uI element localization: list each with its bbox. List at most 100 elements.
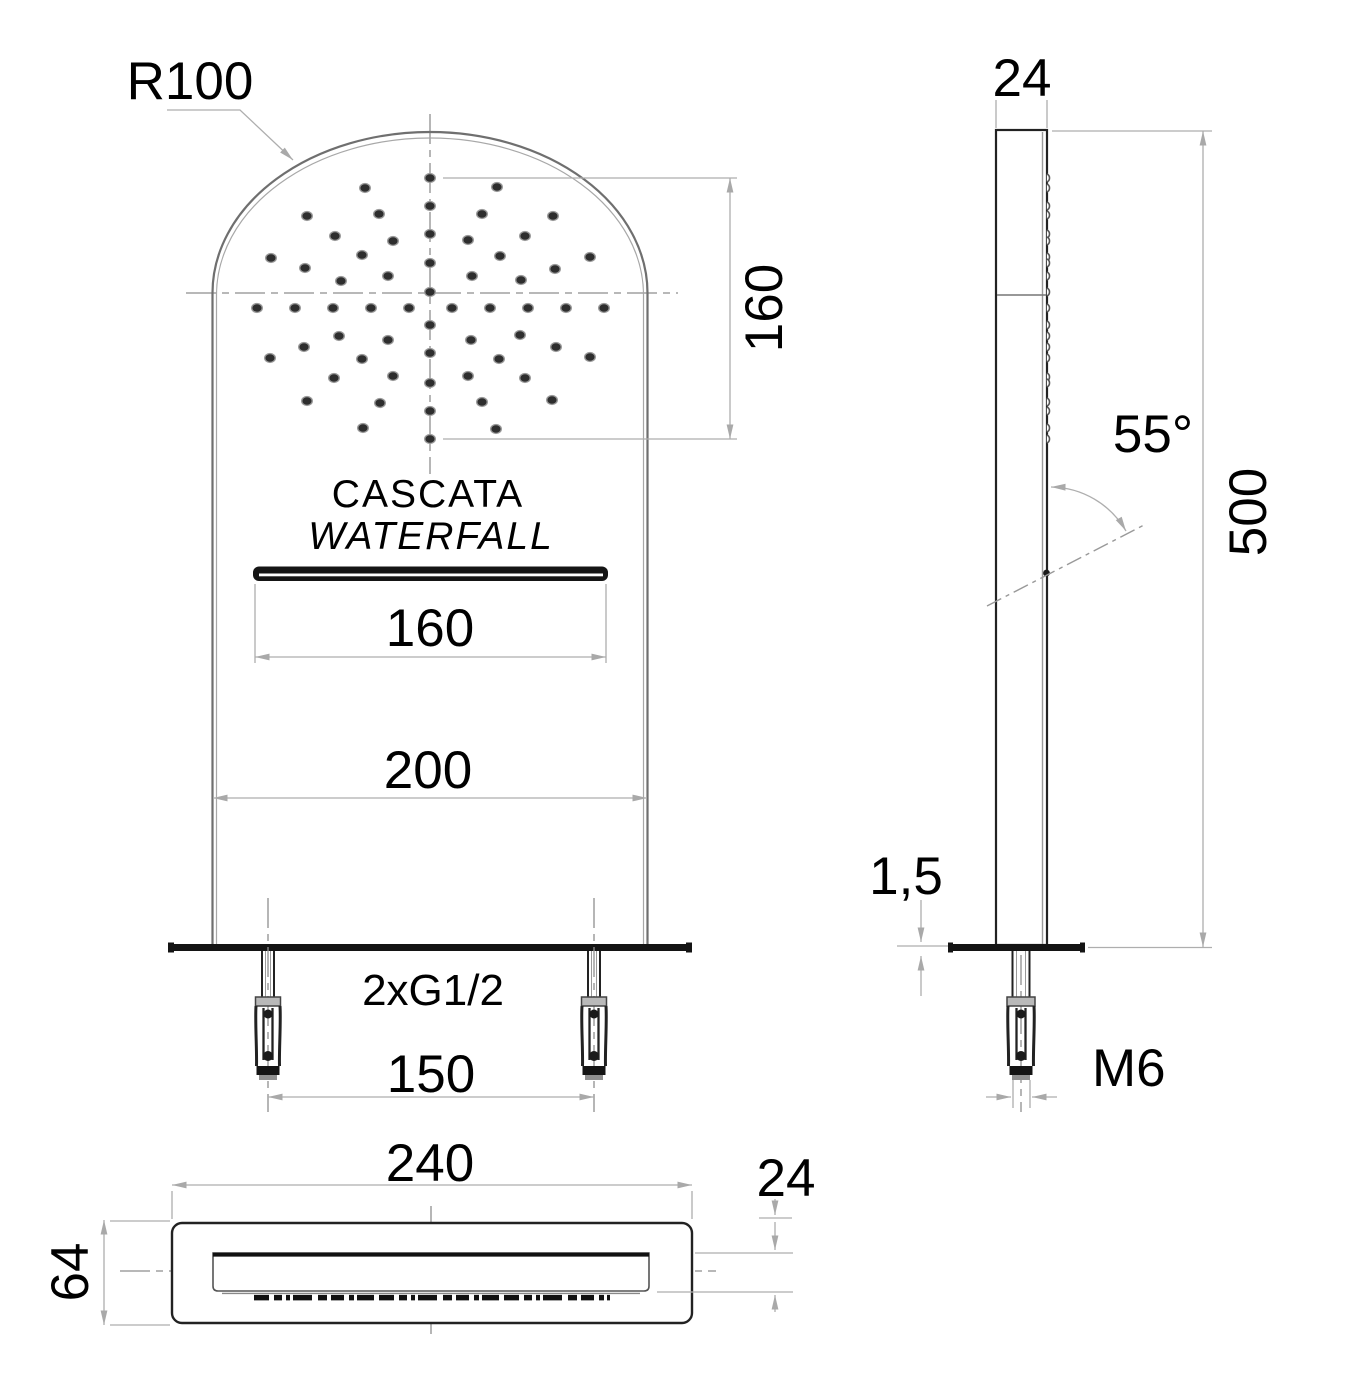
nozzle-dot xyxy=(493,353,506,365)
radius-leader-line xyxy=(167,109,294,161)
nozzle-dot xyxy=(547,210,560,222)
dim-waterfall-slot-width: 160 xyxy=(254,584,607,663)
nozzle-dot xyxy=(373,208,386,220)
nozzle-dot xyxy=(328,372,341,384)
nozzle-dot xyxy=(374,397,387,409)
spray-direction-line xyxy=(986,522,1148,607)
nozzle-dot xyxy=(359,182,372,194)
front-view: R100 160 CASCATA WATERFALL 160 200 xyxy=(127,52,794,1219)
nozzle-dot xyxy=(484,302,497,314)
nozzle-dot xyxy=(424,377,437,389)
dim-stud-thread: M6 xyxy=(986,1039,1166,1108)
nozzle-dot xyxy=(424,319,437,331)
dim-inlet-spacing: 150 xyxy=(268,1045,594,1104)
inlet-stud-side xyxy=(1006,951,1036,1112)
nozzle-dot xyxy=(299,262,312,274)
dim-height: 500 xyxy=(1052,130,1278,949)
product-name-italian: CASCATA xyxy=(332,473,524,516)
dim-head-depth-value: 24 xyxy=(757,1149,816,1208)
nozzle-bump xyxy=(1046,287,1051,297)
dim-inlet-spacing-value: 150 xyxy=(387,1045,475,1104)
nozzle-dot xyxy=(424,433,437,445)
nozzle-dot xyxy=(250,302,263,314)
dim-plate-width: 240 xyxy=(171,1134,693,1219)
nozzle-dot xyxy=(476,208,489,220)
nozzle-dot xyxy=(424,257,437,269)
nozzle-dot xyxy=(584,351,597,363)
dim-plate-width-value: 240 xyxy=(386,1134,474,1193)
nozzle-bump xyxy=(1046,353,1051,363)
nozzle-bump xyxy=(1046,406,1051,416)
product-name-english: WATERFALL xyxy=(308,515,554,558)
nozzle-bump xyxy=(1046,397,1051,407)
mounting-plate-side xyxy=(948,942,1085,953)
nozzle-dot xyxy=(424,347,437,359)
nozzle-dot xyxy=(424,200,437,212)
nozzle-dot xyxy=(365,302,378,314)
nozzle-bump xyxy=(1046,342,1051,352)
dim-side-depth-value: 24 xyxy=(993,49,1052,108)
nozzle-dot xyxy=(522,302,535,314)
dim-nozzle-field-height-value: 160 xyxy=(735,264,794,352)
inlet-stud-right xyxy=(580,898,608,1112)
nozzle-dot xyxy=(462,370,475,382)
dim-body-width: 200 xyxy=(213,741,647,802)
nozzle-dot xyxy=(335,275,348,287)
nozzle-bump xyxy=(1046,236,1051,246)
nozzle-dot xyxy=(424,172,437,184)
nozzle-bump xyxy=(1046,210,1051,220)
side-view: 55° 24 500 1,5 xyxy=(869,49,1278,1112)
nozzle-dot-field xyxy=(250,172,611,445)
waterfall-slot xyxy=(253,566,608,581)
dim-waterfall-slot-width-value: 160 xyxy=(386,599,474,658)
dim-plate-thickness-value: 1,5 xyxy=(869,847,943,906)
nozzle-bump xyxy=(1046,320,1051,330)
nozzle-dot xyxy=(476,396,489,408)
nozzle-bump xyxy=(1046,271,1051,281)
nozzle-dot xyxy=(382,270,395,282)
dim-spray-angle: 55° xyxy=(1050,405,1193,532)
nozzle-dot xyxy=(490,423,503,435)
dim-plate-thickness: 1,5 xyxy=(869,847,948,996)
dim-body-width-value: 200 xyxy=(384,741,472,800)
nozzle-bump xyxy=(1046,183,1051,193)
nozzle-dot xyxy=(357,422,370,434)
dim-spray-angle-value: 55° xyxy=(1113,405,1193,464)
nozzle-dot xyxy=(519,230,532,242)
nozzle-dot xyxy=(356,353,369,365)
nozzle-dot xyxy=(494,250,507,262)
nozzle-dot xyxy=(560,302,573,314)
dim-height-value: 500 xyxy=(1219,468,1278,556)
nozzle-dot xyxy=(546,394,559,406)
nozzle-dot xyxy=(424,405,437,417)
nozzle-bump xyxy=(1046,173,1051,183)
nozzle-bump xyxy=(1046,201,1051,211)
nozzle-dot xyxy=(465,334,478,346)
dim-side-depth: 24 xyxy=(993,49,1052,128)
nozzle-dot xyxy=(466,270,479,282)
nozzle-dot xyxy=(387,235,400,247)
nozzle-dot xyxy=(387,370,400,382)
dim-plate-depth-value: 64 xyxy=(41,1243,100,1302)
nozzle-dot xyxy=(424,228,437,240)
nozzle-dot xyxy=(550,341,563,353)
nozzle-dot xyxy=(264,352,277,364)
nozzle-dot xyxy=(584,251,597,263)
nozzle-dot xyxy=(462,234,475,246)
nozzle-dot xyxy=(403,302,416,314)
nozzle-dot xyxy=(356,249,369,261)
nozzle-dot xyxy=(289,302,302,314)
dim-nozzle-field-height: 160 xyxy=(443,177,794,440)
radius-label: R100 xyxy=(127,52,254,111)
nozzle-dot xyxy=(327,302,340,314)
nozzle-dot xyxy=(519,372,532,384)
nozzle-bump xyxy=(1046,378,1051,388)
bottom-head-profile xyxy=(212,1252,650,1301)
inlet-stud-left xyxy=(254,898,282,1112)
nozzle-dot xyxy=(549,263,562,275)
nozzle-dot xyxy=(491,181,504,193)
nozzle-bump xyxy=(1046,303,1051,313)
nozzle-dot xyxy=(424,286,437,298)
